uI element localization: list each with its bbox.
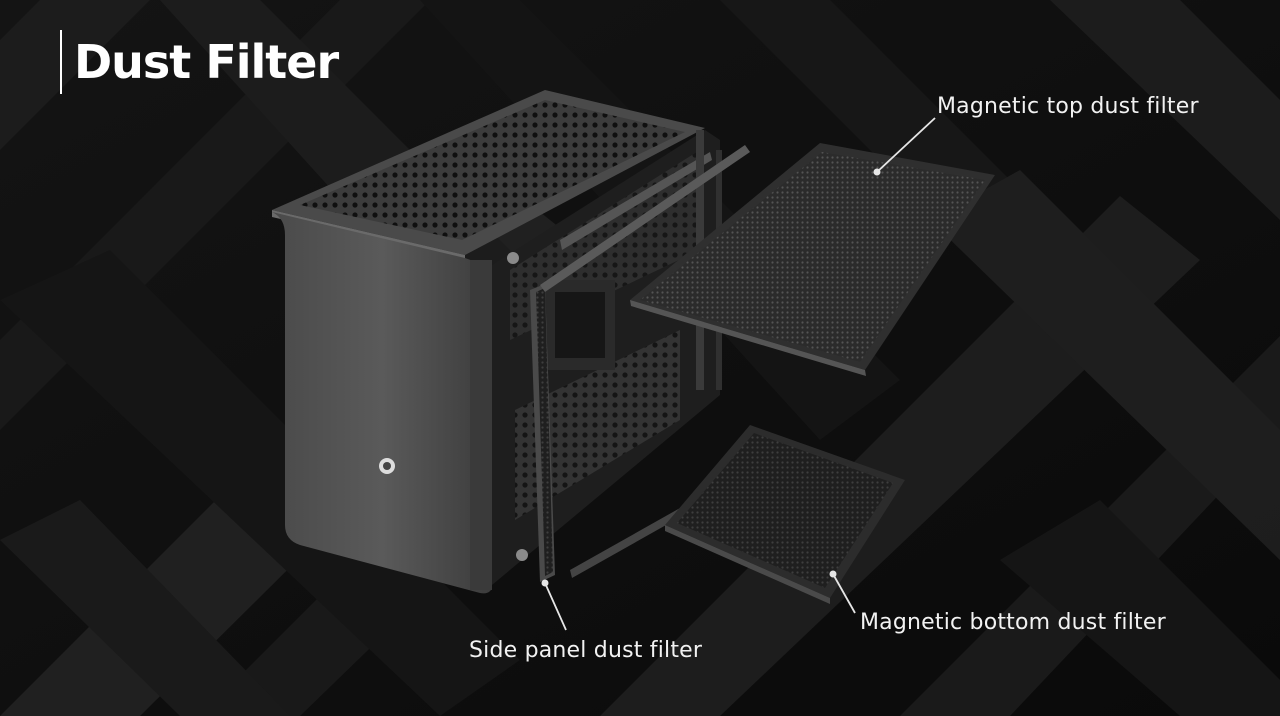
side-filter-leader-line	[544, 582, 567, 631]
case-front-panel	[272, 212, 492, 594]
top-filter-marker-dot	[873, 168, 881, 176]
top-filter-graphic	[630, 143, 995, 376]
top-filter-leader-line	[876, 117, 936, 173]
page-title: Dust Filter	[74, 35, 339, 89]
side-filter-label: Side panel dust filter	[469, 638, 703, 663]
bottom-filter-leader-line	[832, 573, 856, 614]
title-block: Dust Filter	[60, 30, 339, 94]
bottom-filter-marker-dot	[829, 570, 837, 578]
top-filter-label: Magnetic top dust filter	[937, 94, 1199, 119]
bottom-filter-label: Magnetic bottom dust filter	[860, 610, 1166, 635]
bottom-filter-graphic	[665, 425, 905, 604]
side-panel-filter-graphic	[530, 145, 750, 582]
side-filter-marker-dot	[541, 579, 549, 587]
